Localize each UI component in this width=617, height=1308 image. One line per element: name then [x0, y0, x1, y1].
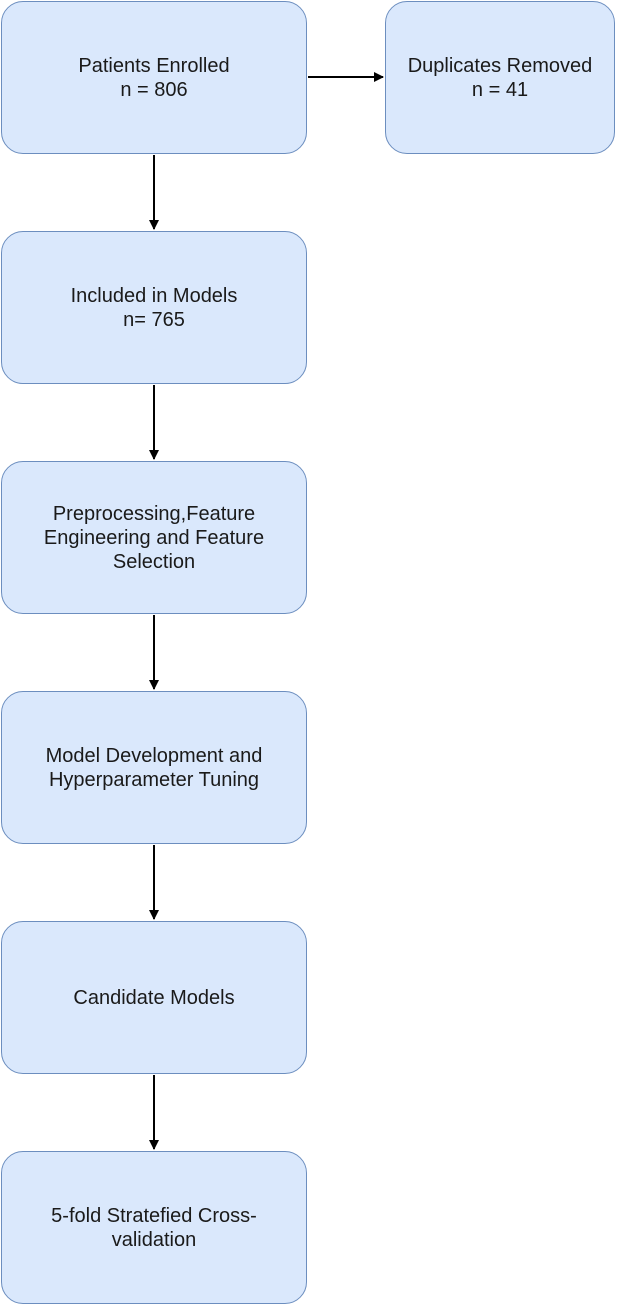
node-label: Patients Enrolled n = 806	[78, 54, 230, 101]
node-duplicates-removed: Duplicates Removed n = 41	[385, 1, 615, 154]
node-label: Candidate Models	[73, 986, 235, 1009]
node-candidate-models: Candidate Models	[1, 921, 307, 1074]
node-model-development: Model Development and Hyperparameter Tun…	[1, 691, 307, 844]
node-preprocessing: Preprocessing,Feature Engineering and Fe…	[1, 461, 307, 614]
node-patients-enrolled: Patients Enrolled n = 806	[1, 1, 307, 154]
node-label: Duplicates Removed n = 41	[407, 54, 593, 101]
node-label: Model Development and Hyperparameter Tun…	[45, 744, 263, 791]
node-cross-validation: 5-fold Stratefied Cross- validation	[1, 1151, 307, 1304]
node-label: 5-fold Stratefied Cross- validation	[51, 1204, 257, 1251]
node-label: Preprocessing,Feature Engineering and Fe…	[43, 502, 265, 573]
node-label: Included in Models n= 765	[70, 284, 238, 331]
node-included-in-models: Included in Models n= 765	[1, 231, 307, 384]
